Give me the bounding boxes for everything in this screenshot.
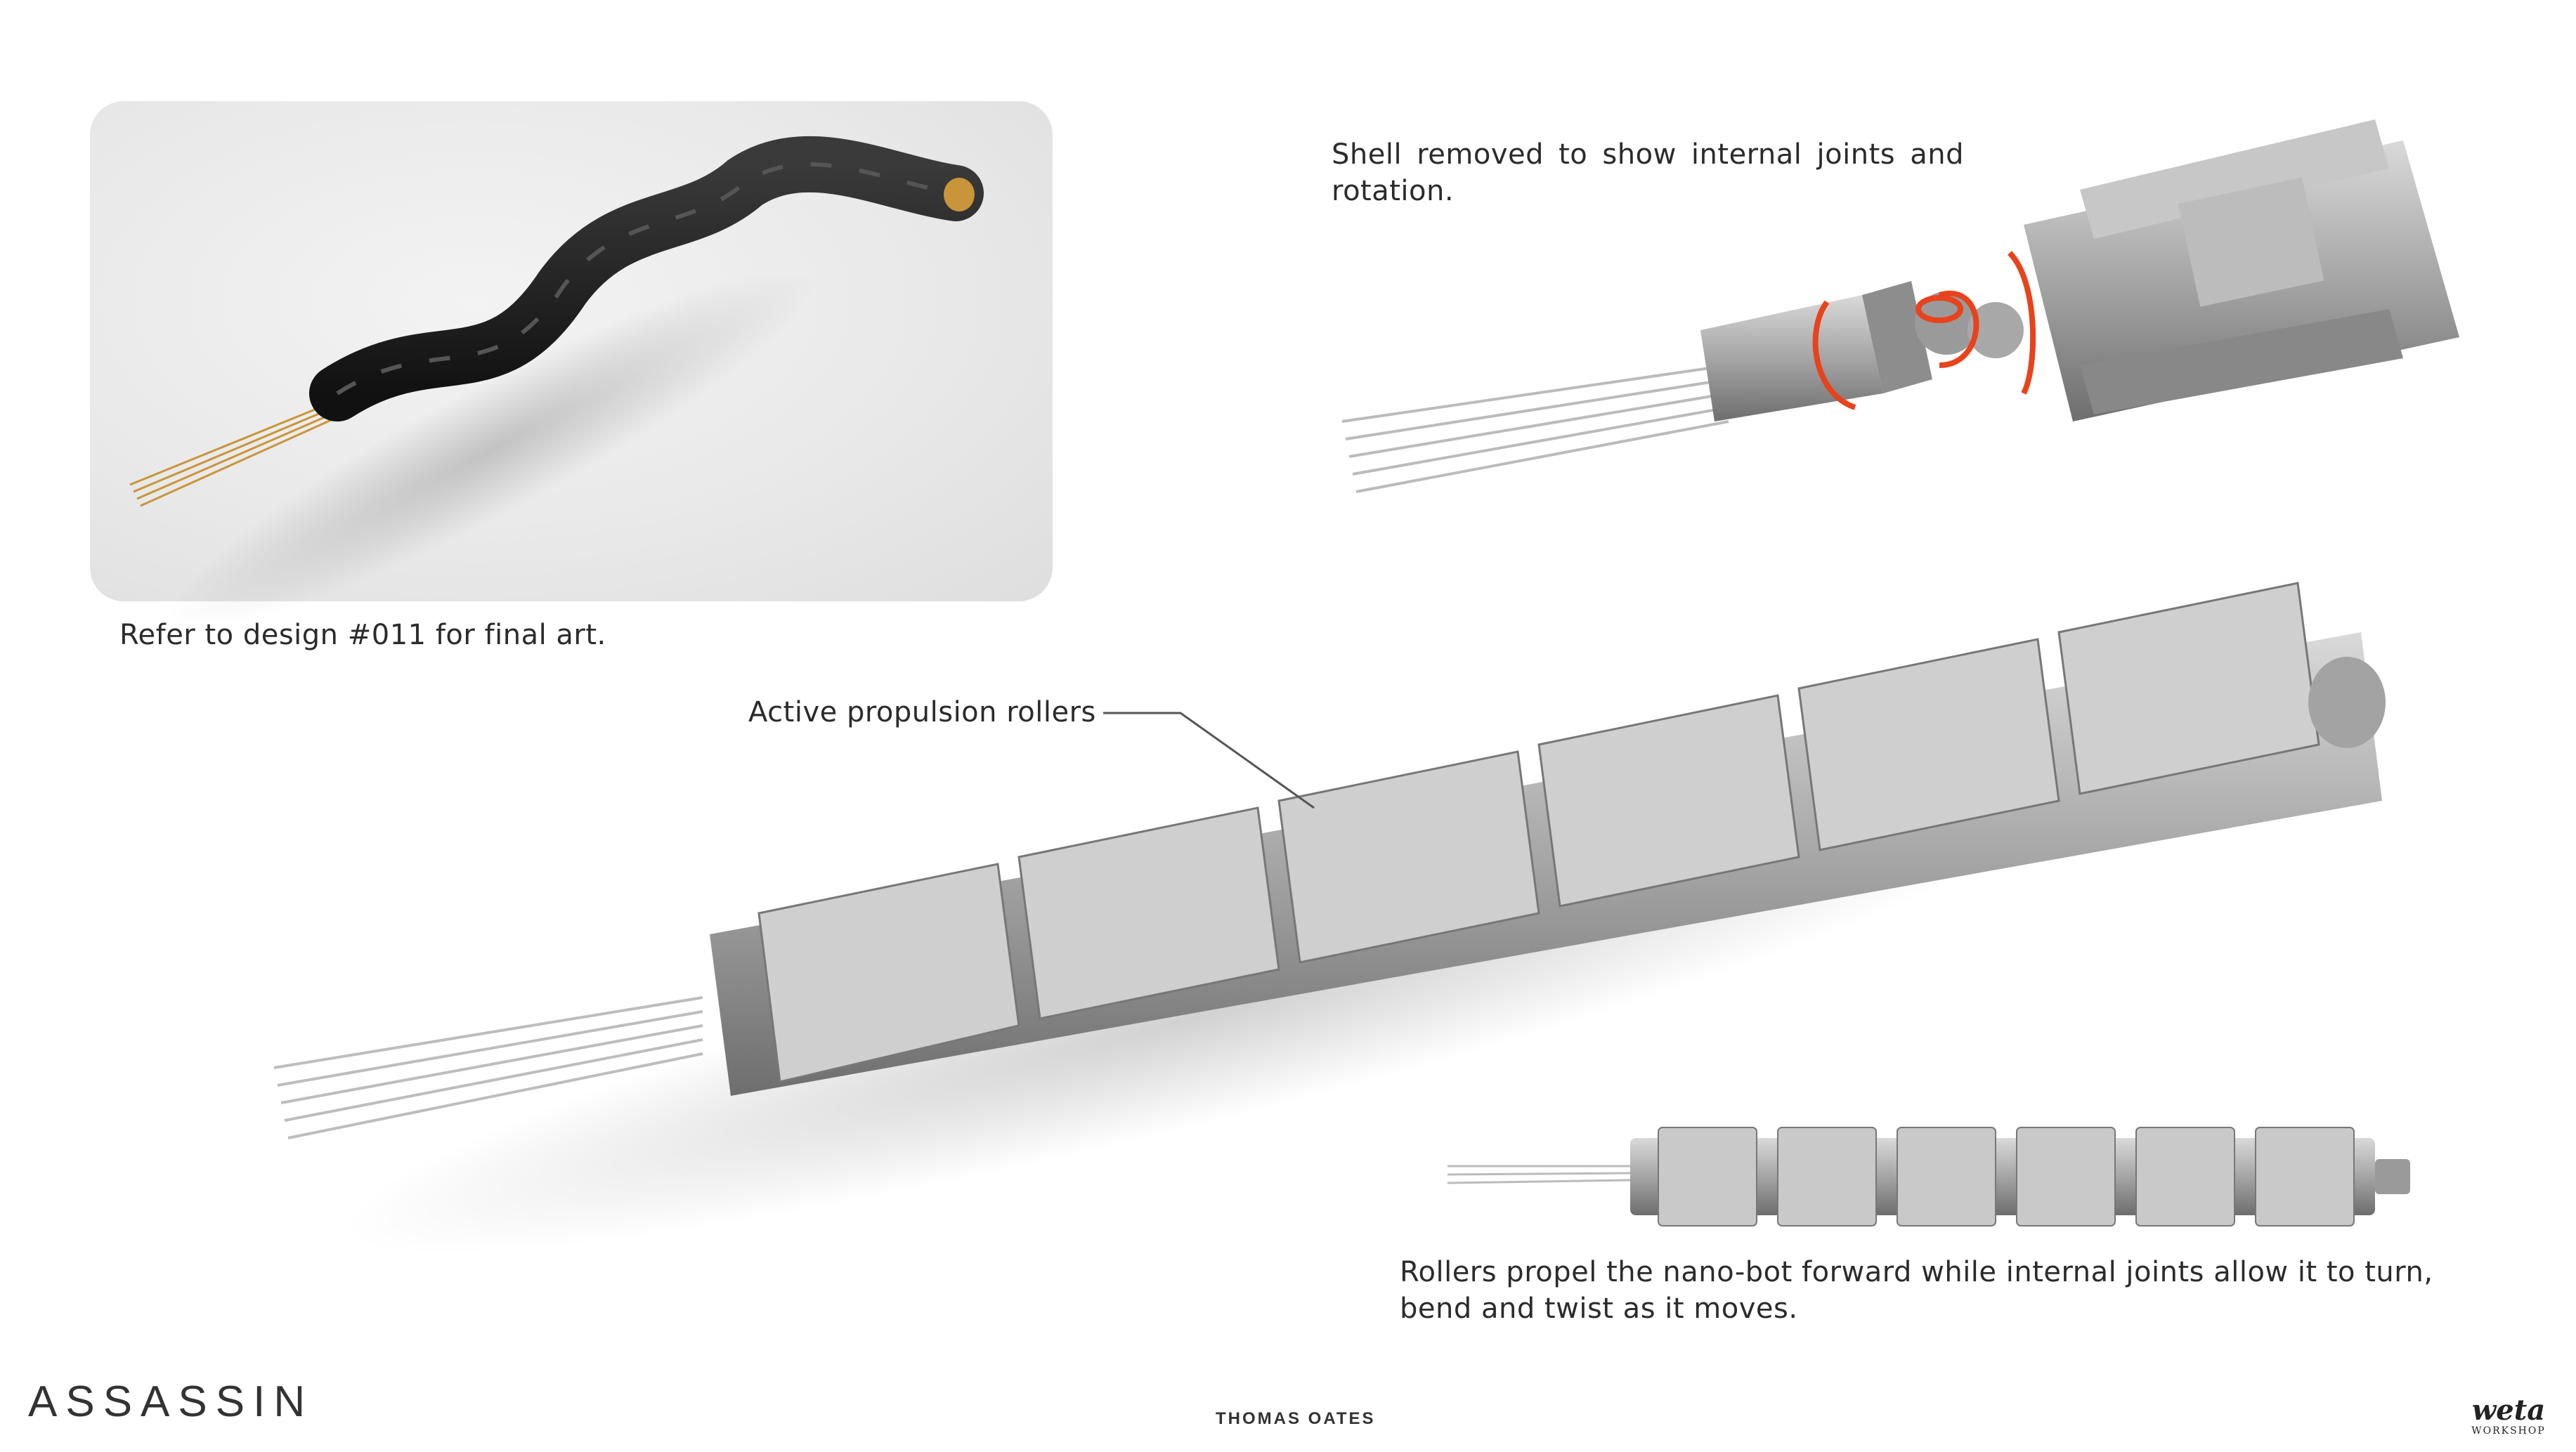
reference-caption: Refer to design #011 for final art. bbox=[119, 619, 606, 651]
rollers-label: Active propulsion rollers bbox=[748, 696, 1096, 728]
shell-caption: Shell removed to show internal joints an… bbox=[1332, 138, 1964, 207]
propulsion-robot bbox=[273, 582, 2386, 1255]
reference-robot bbox=[129, 136, 984, 630]
weta-workshop-logo: weta WORKSHOP bbox=[2466, 1397, 2551, 1437]
rollers-description: Rollers propel the nano-bot forward whil… bbox=[1400, 1256, 2433, 1325]
logo-subtitle: WORKSHOP bbox=[2471, 1425, 2546, 1437]
project-title: ASSASSIN bbox=[28, 1378, 314, 1426]
rollers-leader-line bbox=[1103, 712, 1315, 809]
logo-wordmark: weta bbox=[2471, 1394, 2546, 1427]
side-view-robot bbox=[1447, 1127, 2410, 1227]
internal-joint-mechanism bbox=[1341, 119, 2459, 493]
artist-credit: THOMAS OATES bbox=[1216, 1409, 1376, 1428]
